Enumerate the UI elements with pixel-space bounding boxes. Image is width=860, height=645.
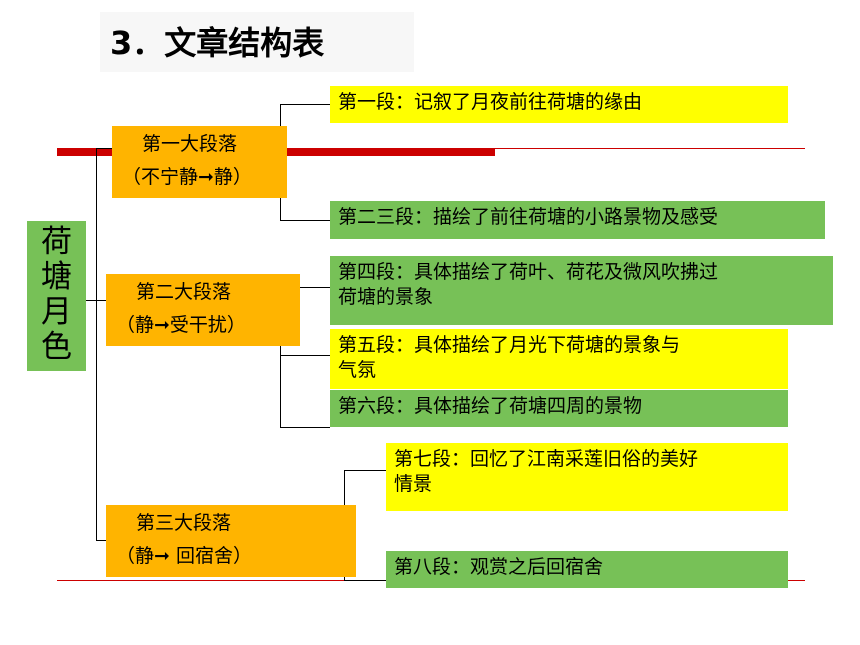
root-char: 月 — [41, 294, 72, 330]
paragraph-node-1: 第一段：记叙了月夜前往荷塘的缘由 — [330, 86, 788, 123]
section-1-label: 第一大段落 — [142, 133, 238, 155]
paragraph-3-line: 荷塘的景象 — [338, 286, 434, 308]
section-3-label: 第三大段落 — [136, 512, 232, 534]
paragraph-6-line: 第七段：回忆了江南采莲旧俗的美好 — [394, 448, 699, 470]
paragraph-4-line: 气氛 — [338, 359, 377, 381]
section-1-sub: （不宁静➞静） — [122, 166, 252, 188]
accent-bar-thin-top — [495, 148, 805, 149]
root-char: 塘 — [41, 259, 72, 295]
paragraph-1-line: 第一段：记叙了月夜前往荷塘的缘由 — [338, 91, 643, 113]
paragraph-node-4: 第五段：具体描绘了月光下荷塘的景象与 气氛 — [330, 329, 788, 389]
paragraph-node-6: 第七段：回忆了江南采莲旧俗的美好 情景 — [386, 443, 788, 511]
section-2-label: 第二大段落 — [136, 281, 232, 303]
paragraph-3-line: 第四段：具体描绘了荷叶、荷花及微风吹拂过 — [338, 261, 719, 283]
section-3-node: 第三大段落 （静➞ 回宿舍） — [106, 505, 356, 577]
root-char: 色 — [41, 329, 72, 365]
paragraph-node-2: 第二三段：描绘了前往荷塘的小路景物及感受 — [330, 201, 825, 239]
paragraph-node-5: 第六段：具体描绘了荷塘四周的景物 — [330, 390, 788, 427]
section-2-sub: （静➞受干扰） — [116, 314, 246, 336]
page-title: 3．文章结构表 — [100, 12, 414, 72]
root-char: 荷 — [41, 224, 72, 260]
paragraph-node-7: 第八段：观赏之后回宿舍 — [386, 551, 788, 588]
section-2-node: 第二大段落 （静➞受干扰） — [106, 274, 300, 346]
paragraph-5-line: 第六段：具体描绘了荷塘四周的景物 — [338, 395, 643, 417]
paragraph-node-3: 第四段：具体描绘了荷叶、荷花及微风吹拂过 荷塘的景象 — [330, 256, 833, 325]
paragraph-2-line: 第二三段：描绘了前往荷塘的小路景物及感受 — [338, 206, 719, 228]
paragraph-4-line: 第五段：具体描绘了月光下荷塘的景象与 — [338, 334, 681, 356]
root-node: 荷 塘 月 色 — [27, 221, 86, 371]
section-1-node: 第一大段落 （不宁静➞静） — [112, 126, 287, 198]
paragraph-7-line: 第八段：观赏之后回宿舍 — [394, 556, 604, 578]
paragraph-6-line: 情景 — [394, 473, 433, 495]
section-3-sub: （静➞ 回宿舍） — [116, 545, 252, 567]
